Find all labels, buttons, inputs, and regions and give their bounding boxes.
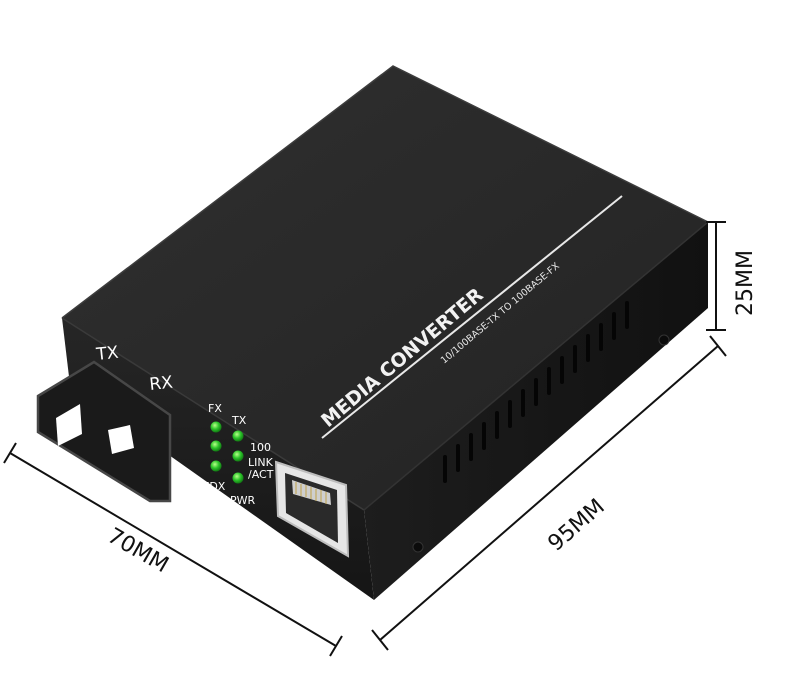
led-100-left <box>210 440 222 452</box>
port-label-tx: TX <box>94 343 119 365</box>
led-label-tx: TX <box>231 414 247 427</box>
led-label-link: LINK <box>248 456 274 469</box>
dimension-length-label: 95MM <box>544 494 610 556</box>
led-label-pwr: PWR <box>230 494 256 507</box>
dimension-height-label: 25MM <box>733 250 758 316</box>
led-labels: FX TX 100 LINK /ACT FDX PWR <box>203 402 274 507</box>
led-label-100: 100 <box>250 441 271 454</box>
brand-underline <box>321 195 623 439</box>
vent-slots <box>443 301 629 483</box>
screw-icon <box>658 334 670 346</box>
fiber-sc-port[interactable] <box>36 360 172 503</box>
device-top-face <box>62 66 708 510</box>
screw-icon <box>412 541 424 553</box>
led-fdx <box>210 460 222 472</box>
dimension-width <box>3 442 343 657</box>
led-label-fx: FX <box>208 402 222 415</box>
led-fx <box>210 421 222 433</box>
led-label-act: /ACT <box>248 468 274 481</box>
device-front-face <box>62 318 374 600</box>
dimension-width-label: 70MM <box>103 524 173 579</box>
port-label-rx: RX <box>148 373 174 395</box>
media-converter-device: MEDIA CONVERTER 10/100BASE-TX TO 100BASE… <box>36 65 709 600</box>
device-top-edge <box>61 65 709 319</box>
dimension-length <box>371 335 727 651</box>
rj45-port[interactable] <box>274 460 350 558</box>
device-side-face <box>364 222 708 600</box>
dimension-height <box>706 221 726 331</box>
led-link <box>232 450 244 462</box>
device-side-edge <box>363 221 709 511</box>
led-label-fdx: FDX <box>203 480 226 493</box>
status-leds <box>210 421 244 484</box>
led-pwr <box>232 472 244 484</box>
led-tx <box>232 430 244 442</box>
